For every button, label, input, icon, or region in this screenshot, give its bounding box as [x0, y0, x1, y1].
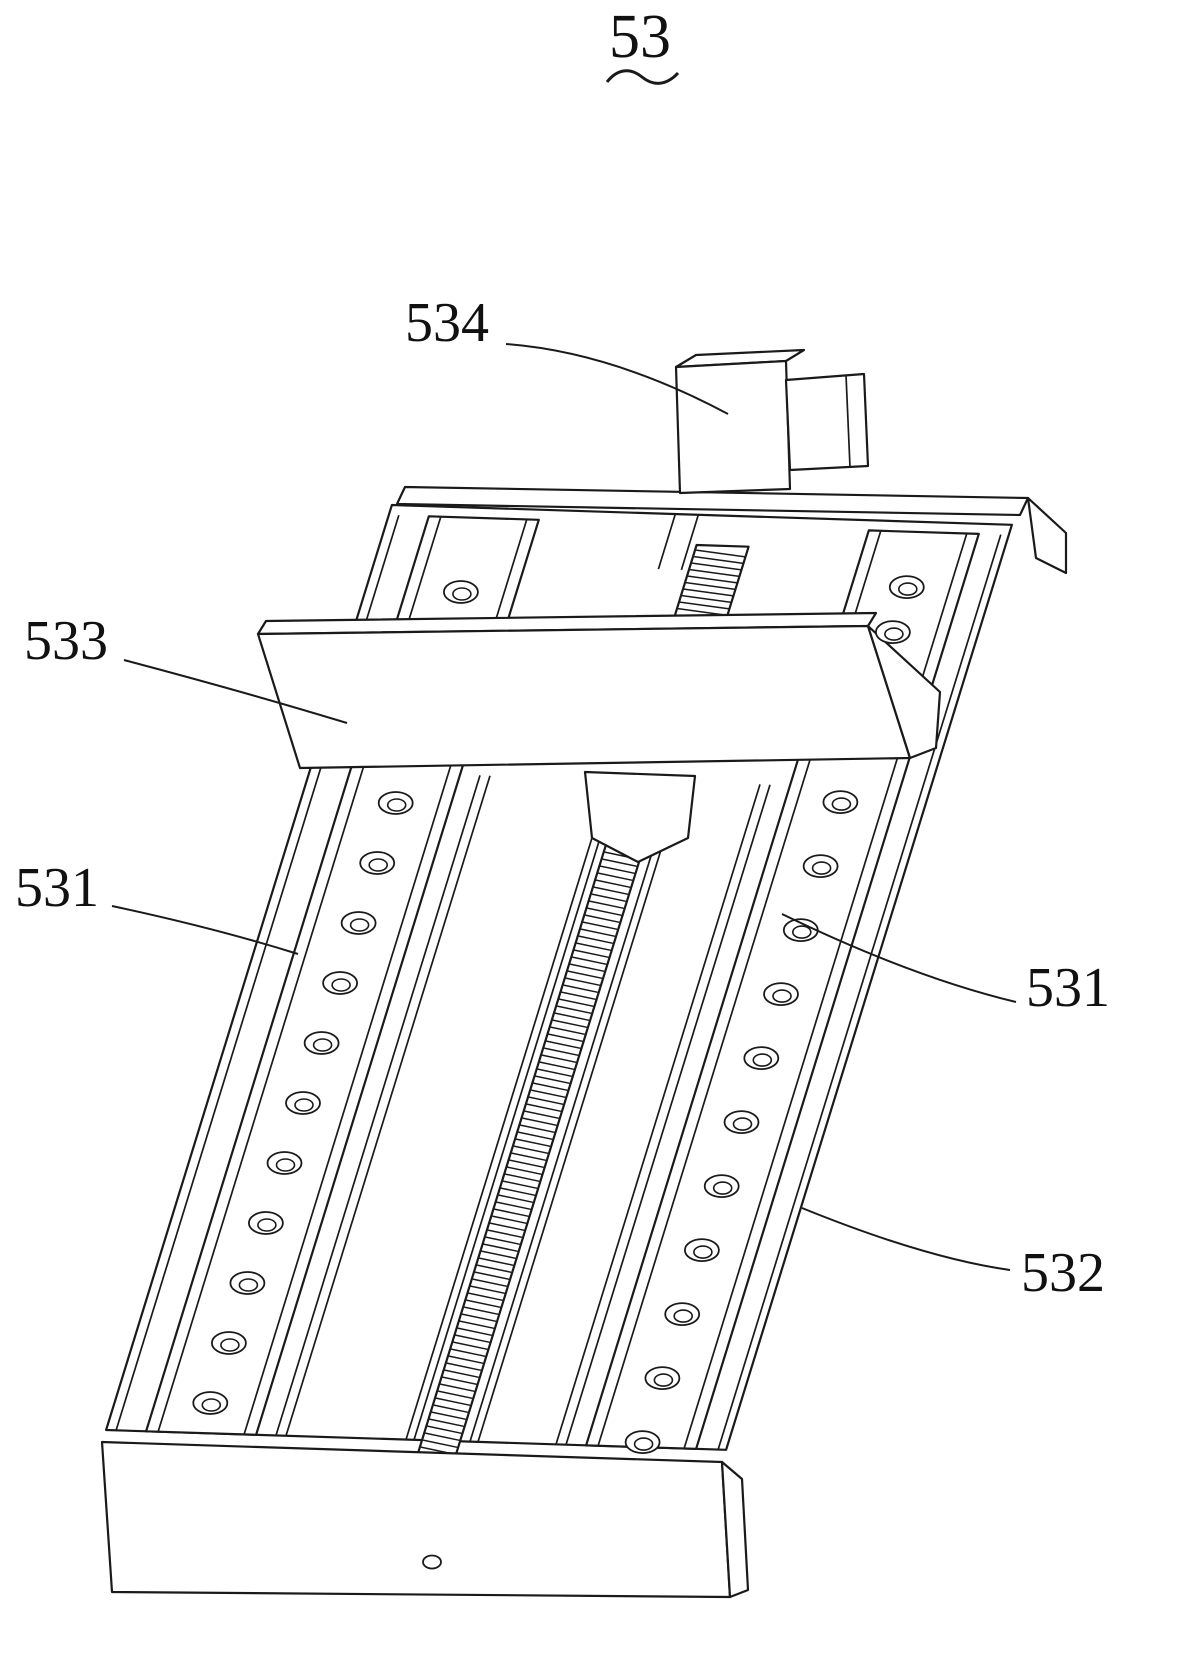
counterbore-hole-inner: [351, 919, 369, 931]
cross-slide-plate: [258, 613, 940, 768]
counterbore-hole-inner: [654, 1374, 672, 1386]
counterbore-hole-inner: [388, 799, 406, 811]
counterbore-hole-inner: [635, 1438, 653, 1450]
mount-block-right: [786, 374, 868, 470]
counterbore-hole-inner: [453, 588, 471, 600]
counterbore-hole-inner: [202, 1399, 220, 1411]
counterbore-hole-inner: [899, 583, 917, 595]
cross-plate-front-face: [258, 626, 910, 768]
counterbore-hole-inner: [332, 979, 350, 991]
label-534: 534: [405, 292, 489, 354]
counterbore-hole-inner: [734, 1118, 752, 1130]
base-plate-hole: [423, 1556, 441, 1569]
figure-title: 53: [609, 3, 671, 71]
counterbore-hole-inner: [714, 1182, 732, 1194]
label-533: 533: [24, 610, 108, 672]
counterbore-hole-inner: [295, 1099, 313, 1111]
base-plate: [102, 1442, 748, 1597]
counterbore-hole-inner: [793, 926, 811, 938]
counterbore-hole-inner: [813, 862, 831, 874]
counterbore-hole-inner: [885, 628, 903, 640]
base-plate-front: [102, 1442, 730, 1597]
counterbore-hole-inner: [674, 1310, 692, 1322]
label-532: 532: [1021, 1242, 1105, 1304]
counterbore-hole-inner: [258, 1219, 276, 1231]
counterbore-hole-inner: [369, 859, 387, 871]
counterbore-hole-inner: [221, 1339, 239, 1351]
counterbore-hole-inner: [773, 990, 791, 1002]
counterbore-hole-inner: [753, 1054, 771, 1066]
end-plate-right-flange: [1028, 498, 1066, 573]
counterbore-hole-inner: [277, 1159, 295, 1171]
counterbore-hole-inner: [239, 1279, 257, 1291]
counterbore-hole-inner: [832, 798, 850, 810]
counterbore-hole-inner: [314, 1039, 332, 1051]
leader-line-532: [802, 1208, 1010, 1270]
title-tilde: [607, 71, 678, 84]
mount-block: [676, 350, 868, 493]
label-531-left: 531: [15, 857, 99, 919]
mount-block-main: [676, 361, 790, 493]
label-531-right: 531: [1026, 957, 1110, 1019]
counterbore-hole-inner: [694, 1246, 712, 1258]
